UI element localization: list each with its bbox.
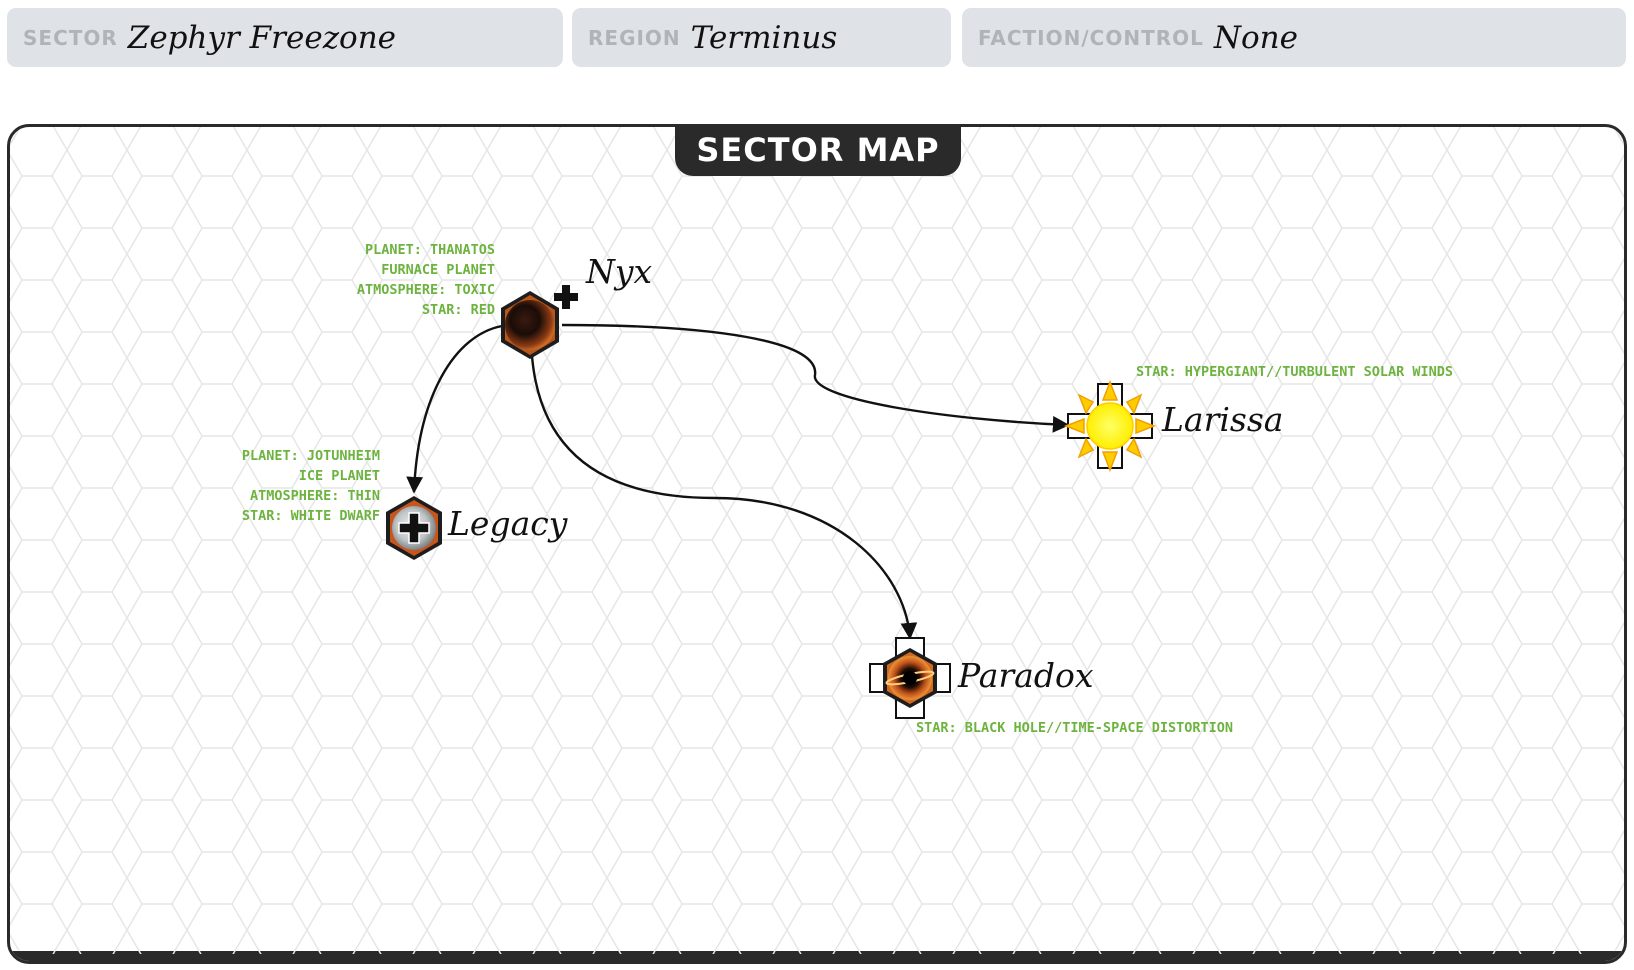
system-nyx[interactable] xyxy=(501,285,578,359)
route-nyx-paradox[interactable] xyxy=(530,355,918,640)
nyx-info-atmosphere: ATMOSPHERE: TOXIC xyxy=(356,282,495,298)
route-nyx-larissa[interactable] xyxy=(561,323,1070,433)
faction-field[interactable]: FACTION/CONTROL None xyxy=(962,8,1626,67)
nyx-info: PLANET: THANATOS FURNACE PLANET ATMOSPHE… xyxy=(290,240,495,320)
system-larissa[interactable] xyxy=(1063,379,1157,473)
legacy-info-atmosphere: ATMOSPHERE: THIN xyxy=(249,488,380,504)
nyx-control-cross-icon xyxy=(554,285,578,309)
region-value: Terminus xyxy=(690,19,838,56)
paradox-info-star: STAR: BLACK HOLE//TIME-SPACE DISTORTION xyxy=(916,720,1233,736)
nyx-info-star: STAR: RED xyxy=(421,302,495,318)
nyx-name[interactable]: Nyx xyxy=(586,252,653,291)
faction-value: None xyxy=(1213,19,1298,56)
sector-field[interactable]: SECTOR Zephyr Freezone xyxy=(7,8,563,67)
legacy-info: PLANET: JOTUNHEIM ICE PLANET ATMOSPHERE:… xyxy=(180,446,380,526)
sun-core xyxy=(1086,402,1134,450)
region-field[interactable]: REGION Terminus xyxy=(572,8,951,67)
larissa-info-star: STAR: HYPERGIANT//TURBULENT SOLAR WINDS xyxy=(1136,364,1453,380)
legacy-info-star: STAR: WHITE DWARF xyxy=(241,508,380,524)
system-paradox[interactable] xyxy=(869,637,951,719)
red-furnace-planet-icon xyxy=(505,300,555,350)
route-lines xyxy=(406,323,1070,640)
larissa-name[interactable]: Larissa xyxy=(1162,400,1284,439)
paradox-name[interactable]: Paradox xyxy=(958,656,1094,695)
legacy-info-planet: PLANET: JOTUNHEIM xyxy=(241,448,380,464)
faction-label: FACTION/CONTROL xyxy=(978,25,1204,50)
sector-value: Zephyr Freezone xyxy=(127,19,397,56)
region-label: REGION xyxy=(588,25,681,50)
larissa-info: STAR: HYPERGIANT//TURBULENT SOLAR WINDS xyxy=(1136,362,1453,382)
hypergiant-sun-icon xyxy=(1063,379,1157,473)
legacy-control-cross-icon xyxy=(398,512,430,544)
legacy-info-type: ICE PLANET xyxy=(298,468,380,484)
sector-label: SECTOR xyxy=(23,25,118,50)
system-legacy[interactable] xyxy=(386,496,442,560)
map-title: SECTOR MAP xyxy=(675,124,961,176)
legacy-name[interactable]: Legacy xyxy=(448,504,568,543)
paradox-info: STAR: BLACK HOLE//TIME-SPACE DISTORTION xyxy=(916,718,1233,738)
hex-grid-background xyxy=(10,127,1624,954)
nyx-info-planet: PLANET: THANATOS xyxy=(364,242,495,258)
nyx-info-type: FURNACE PLANET xyxy=(381,262,495,278)
route-nyx-legacy[interactable] xyxy=(406,324,503,494)
